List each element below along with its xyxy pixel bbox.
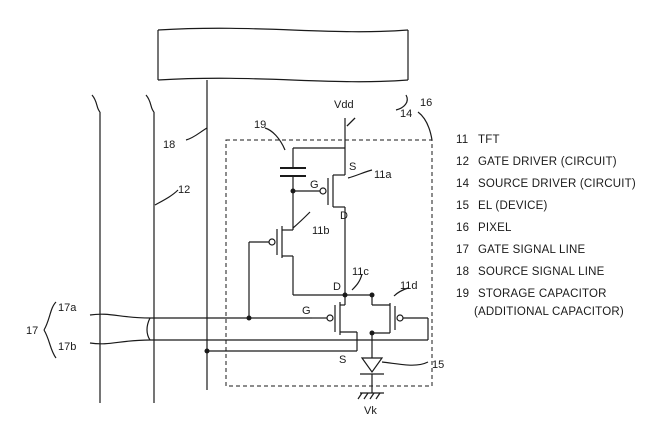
legend-text: PIXEL (478, 222, 512, 234)
legend-row: 16 PIXEL (456, 222, 512, 234)
label-g-bottom: G (302, 305, 311, 317)
legend-num: 19 (456, 288, 469, 300)
el-device (360, 352, 384, 393)
tft-11a (291, 148, 346, 295)
source-driver-block (158, 28, 408, 81)
label-d-top: D (340, 210, 348, 222)
label-19: 19 (254, 119, 266, 131)
legend-text: TFT (478, 134, 500, 146)
legend-num: 11 (456, 134, 468, 146)
legend-num: 18 (456, 266, 469, 278)
label-d-bottom: D (333, 281, 341, 293)
legend-num: 14 (456, 178, 470, 190)
label-17b: 17b (58, 341, 76, 353)
ground-symbol (358, 393, 384, 399)
legend-row: 17 GATE SIGNAL LINE (456, 244, 585, 256)
leader-lines (44, 95, 432, 365)
legend-text: SOURCE SIGNAL LINE (478, 266, 605, 278)
pixel-boundary (226, 140, 432, 386)
tft-11c (312, 293, 375, 336)
legend-num: 12 (456, 156, 469, 168)
label-11c: 11c (352, 266, 369, 278)
legend-text: (ADDITIONAL CAPACITOR) (474, 306, 624, 318)
legend-row: (ADDITIONAL CAPACITOR) (474, 306, 624, 318)
legend-row: 19 STORAGE CAPACITOR (456, 288, 607, 300)
gate-driver-block (92, 95, 154, 403)
legend-row: 11 TFT (456, 134, 500, 146)
vdd-supply (293, 118, 355, 148)
legend-text: SOURCE DRIVER (CIRCUIT) (478, 178, 636, 190)
label-11a: 11a (374, 169, 392, 181)
label-vdd: Vdd (334, 99, 354, 111)
legend-row: 18 SOURCE SIGNAL LINE (456, 266, 605, 278)
legend-num: 15 (456, 200, 469, 212)
label-17: 17 (26, 325, 38, 337)
gate-signal-lines (90, 314, 392, 344)
tft-11b (247, 195, 373, 321)
label-17a: 17a (58, 302, 77, 314)
label-16: 16 (420, 97, 432, 109)
label-18: 18 (163, 139, 175, 151)
legend-text: GATE SIGNAL LINE (478, 244, 585, 256)
label-11b: 11b (312, 225, 330, 237)
legend-row: 15 EL (DEVICE) (456, 200, 548, 212)
legend-num: 17 (456, 244, 469, 256)
label-g-top: G (310, 179, 319, 191)
label-s-bottom: S (339, 354, 346, 366)
label-14: 14 (400, 108, 412, 120)
legend-row: 12 GATE DRIVER (CIRCUIT) (456, 156, 617, 168)
legend-text: STORAGE CAPACITOR (478, 288, 607, 300)
tft-11d (370, 295, 429, 352)
label-vk: Vk (364, 405, 377, 417)
label-11d: 11d (400, 280, 418, 292)
label-15: 15 (432, 359, 444, 371)
legend-num: 16 (456, 222, 469, 234)
legend-text: GATE DRIVER (CIRCUIT) (478, 156, 617, 168)
legend: 11 TFT 12 GATE DRIVER (CIRCUIT) 14 SOURC… (456, 134, 636, 318)
label-12: 12 (178, 184, 190, 196)
storage-capacitor (280, 148, 306, 195)
legend-text: EL (DEVICE) (478, 200, 548, 212)
label-s-top: S (349, 161, 356, 173)
legend-row: 14 SOURCE DRIVER (CIRCUIT) (456, 178, 636, 190)
